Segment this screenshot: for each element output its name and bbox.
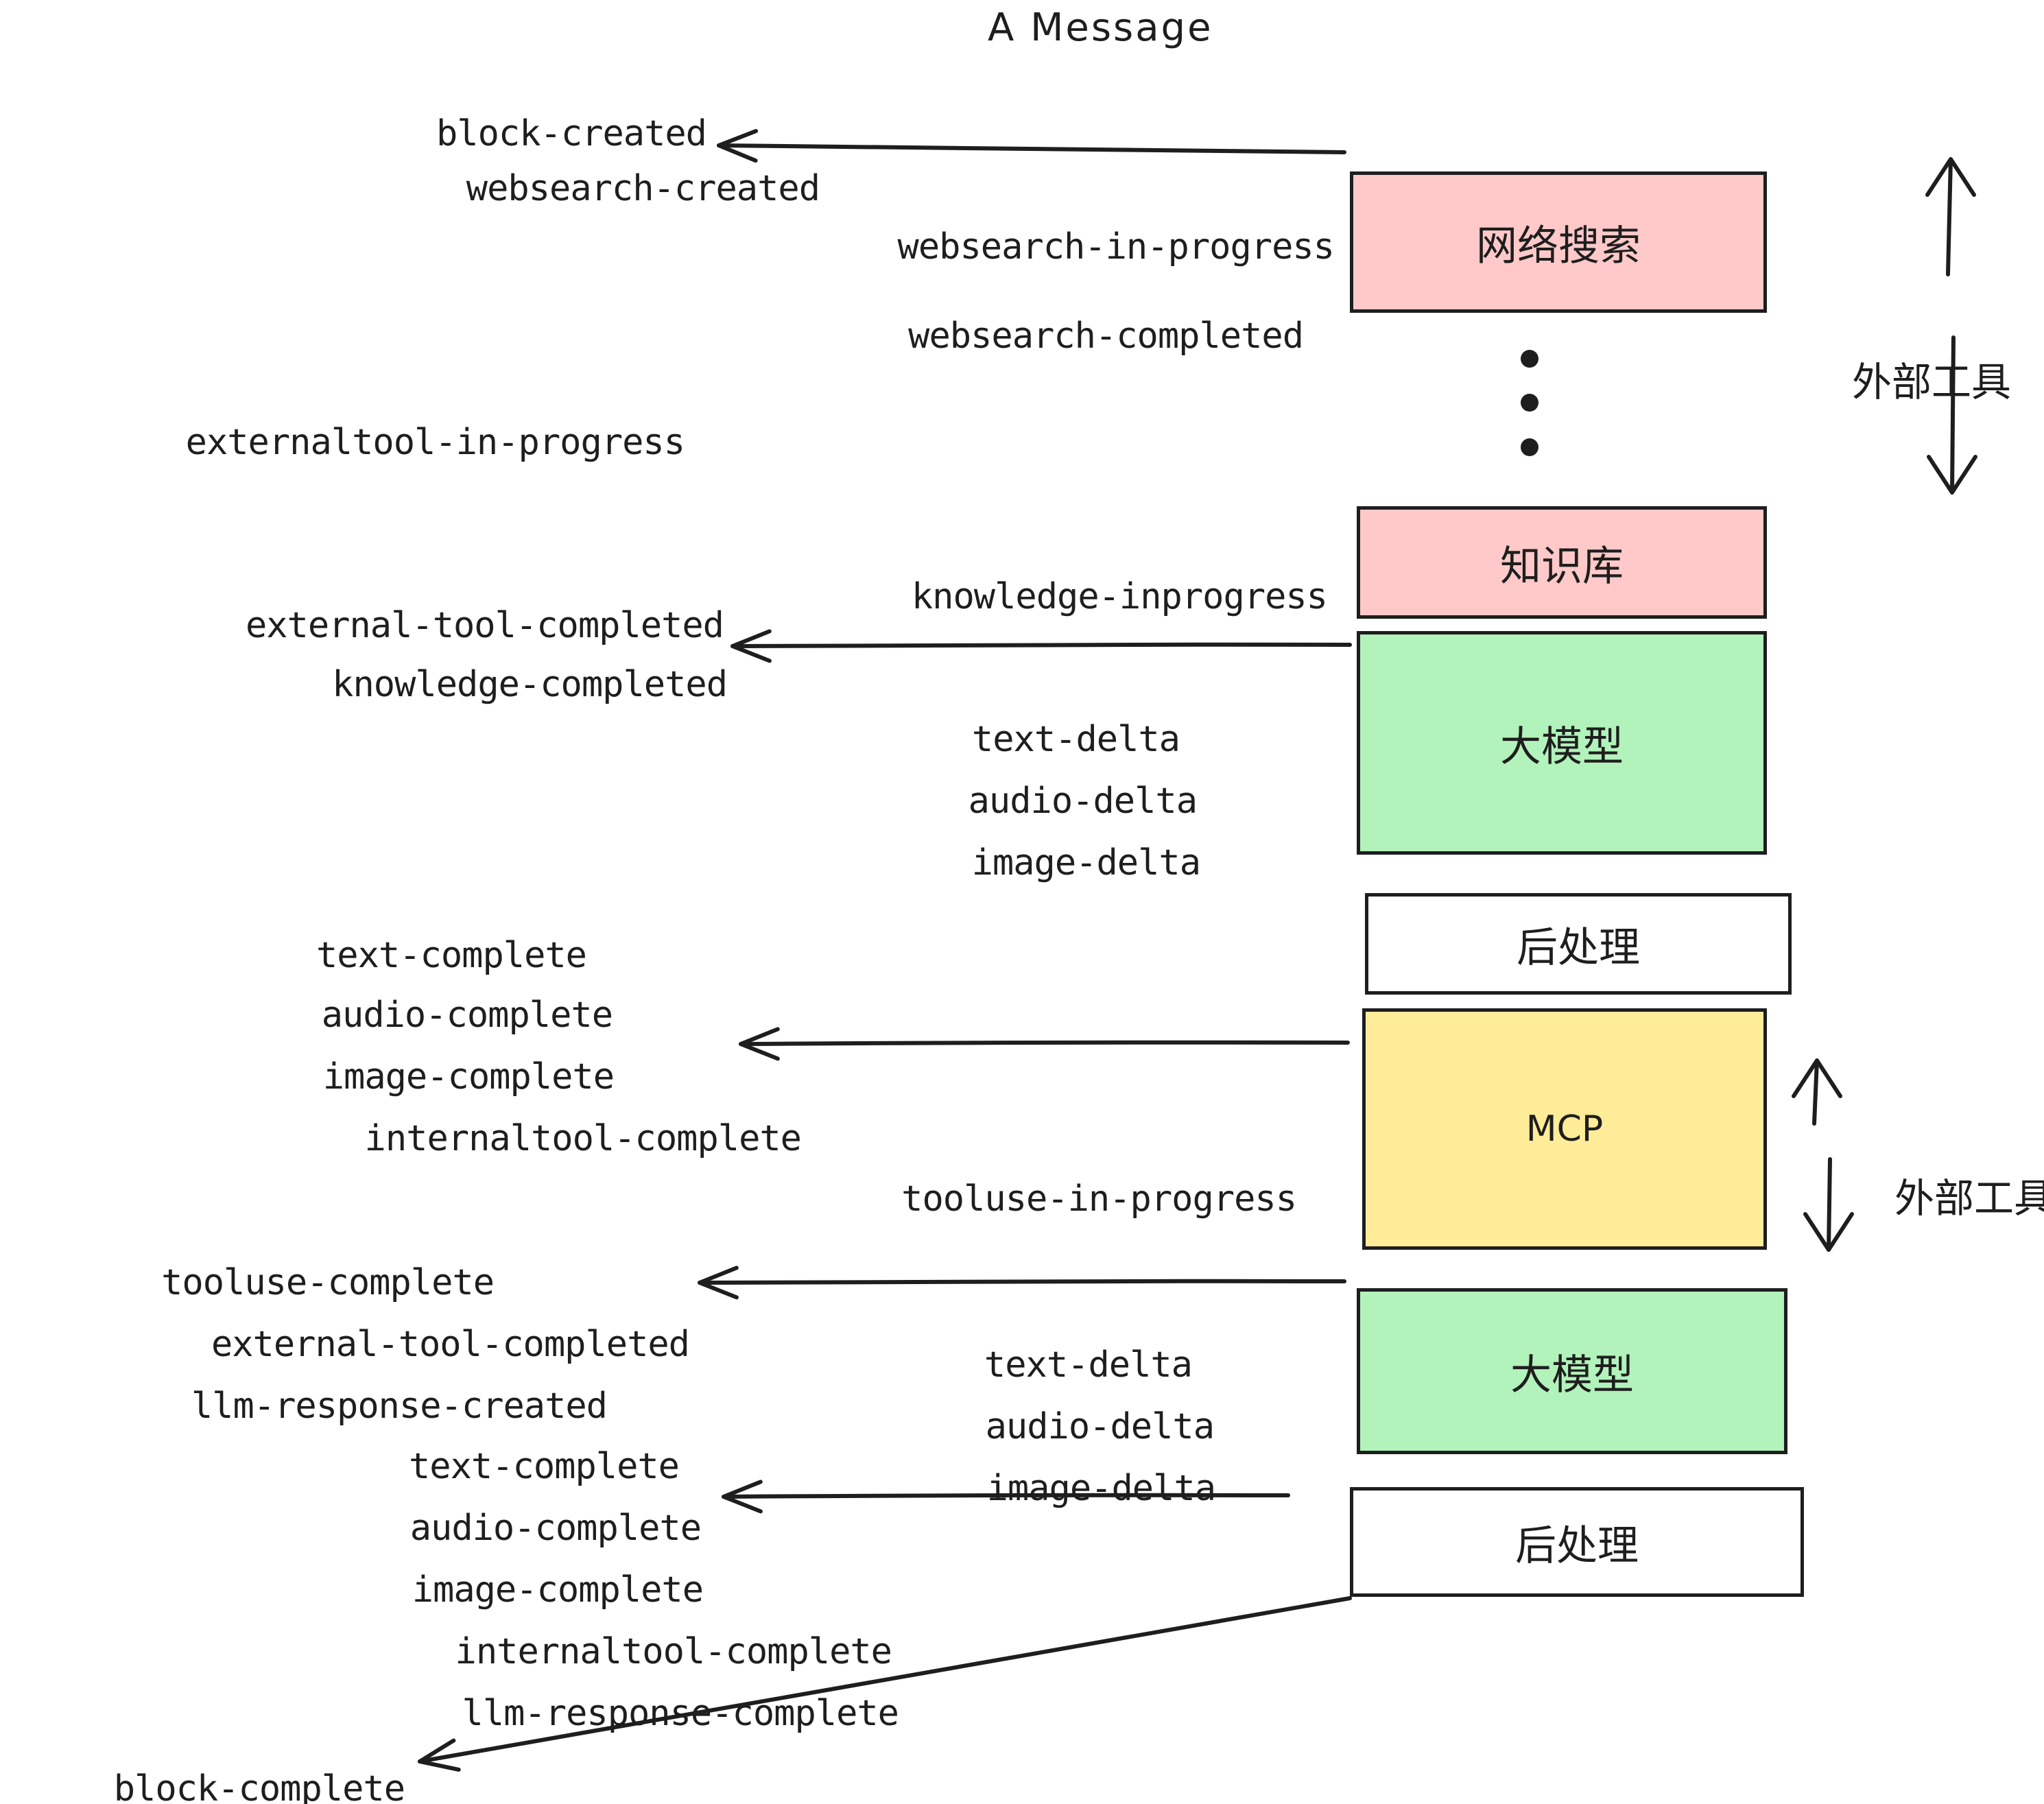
node-llm-1[interactable]: 大模型 xyxy=(1357,631,1767,855)
arrow-block-created-head xyxy=(717,129,759,163)
event-label-audio-complete-1: audio-complete xyxy=(321,995,613,1036)
event-label-websearch-completed: websearch-completed xyxy=(908,316,1304,357)
ext-tool-down-2-line xyxy=(1827,1157,1832,1252)
side-label-external-tools-bottom: 外部工具 xyxy=(1894,1175,2044,1222)
node-llm-2[interactable]: 大模型 xyxy=(1357,1288,1787,1454)
arrow-knowledge-completed-line xyxy=(730,642,1352,648)
ellipsis-dot-2 xyxy=(1521,394,1538,412)
event-label-image-complete-2: image-complete xyxy=(412,1569,704,1611)
node-label: MCP xyxy=(1525,1108,1604,1150)
event-label-text-complete-2: text-complete xyxy=(409,1446,680,1487)
event-label-websearch-created: websearch-created xyxy=(466,168,820,209)
node-label: 知识库 xyxy=(1500,542,1624,591)
event-label-llm-response-created: llm-response-created xyxy=(191,1386,608,1427)
event-label-internaltool-complete-2: internaltool-complete xyxy=(455,1631,892,1672)
node-websearch[interactable]: 网络搜索 xyxy=(1350,171,1767,313)
event-label-image-delta-1: image-delta xyxy=(971,842,1201,883)
event-label-audio-delta-2: audio-delta xyxy=(985,1406,1215,1447)
arrow-block-complete-line xyxy=(418,1596,1352,1764)
event-label-text-delta-2: text-delta xyxy=(984,1344,1193,1386)
event-label-image-delta-2: image-delta xyxy=(986,1468,1216,1509)
event-label-text-complete-1: text-complete xyxy=(316,935,587,976)
event-label-audio-delta-1: audio-delta xyxy=(968,781,1198,822)
event-label-llm-response-complete: llm-response-complete xyxy=(462,1693,899,1734)
event-label-websearch-in-progress: websearch-in-progress xyxy=(897,226,1335,268)
ext-tool-down-2-head xyxy=(1803,1212,1854,1252)
event-label-knowledge-inprogress: knowledge-inprogress xyxy=(911,576,1328,617)
node-label: 大模型 xyxy=(1510,1351,1634,1399)
arrow-block-created-line xyxy=(717,143,1346,154)
event-label-internaltool-complete-1: internaltool-complete xyxy=(364,1118,802,1159)
node-label: 后处理 xyxy=(1517,923,1640,972)
ellipsis-dot-1 xyxy=(1521,350,1538,368)
event-label-image-complete-1: image-complete xyxy=(322,1056,615,1097)
arrow-block-complete-head xyxy=(418,1738,461,1772)
ext-tool-down-1-head xyxy=(1927,455,1977,495)
ext-tool-up-2-line xyxy=(1812,1058,1819,1126)
arrow-knowledge-completed-head xyxy=(730,629,772,663)
ext-tool-up-1-head xyxy=(1925,157,1976,197)
node-label: 网络搜索 xyxy=(1476,222,1641,270)
event-label-knowledge-completed: knowledge-completed xyxy=(332,664,728,705)
event-label-audio-complete-2: audio-complete xyxy=(409,1508,702,1549)
ext-tool-up-2-head xyxy=(1792,1058,1842,1098)
page-title: A Message xyxy=(988,5,1213,50)
arrow-tooluse-complete-line xyxy=(698,1279,1346,1285)
event-label-text-delta-1: text-delta xyxy=(971,719,1180,760)
ellipsis-dot-3 xyxy=(1521,438,1538,456)
event-label-external-tool-completed-1: external-tool-completed xyxy=(245,605,724,646)
node-mcp[interactable]: MCP xyxy=(1362,1008,1767,1250)
event-label-block-complete: block-complete xyxy=(113,1768,405,1804)
arrow-image-complete-line xyxy=(739,1040,1350,1046)
arrow-image-complete-head xyxy=(739,1027,780,1061)
event-label-tooluse-complete: tooluse-complete xyxy=(161,1262,495,1303)
event-label-block-created: block-created xyxy=(436,113,707,154)
arrow-audio-complete-head xyxy=(722,1480,763,1514)
node-label: 大模型 xyxy=(1500,722,1624,771)
event-label-externaltool-in-progress: externaltool-in-progress xyxy=(185,422,685,463)
event-label-tooluse-in-progress: tooluse-in-progress xyxy=(901,1178,1297,1220)
ext-tool-up-1-line xyxy=(1946,157,1953,276)
event-label-external-tool-completed-2: external-tool-completed xyxy=(211,1324,690,1365)
arrow-tooluse-complete-head xyxy=(698,1266,739,1300)
node-knowledge[interactable]: 知识库 xyxy=(1357,506,1767,619)
node-postproc-2[interactable]: 后处理 xyxy=(1350,1487,1804,1597)
node-label: 后处理 xyxy=(1515,1521,1639,1570)
node-postproc-1[interactable]: 后处理 xyxy=(1365,893,1792,995)
side-label-external-tools-top: 外部工具 xyxy=(1852,359,2012,405)
